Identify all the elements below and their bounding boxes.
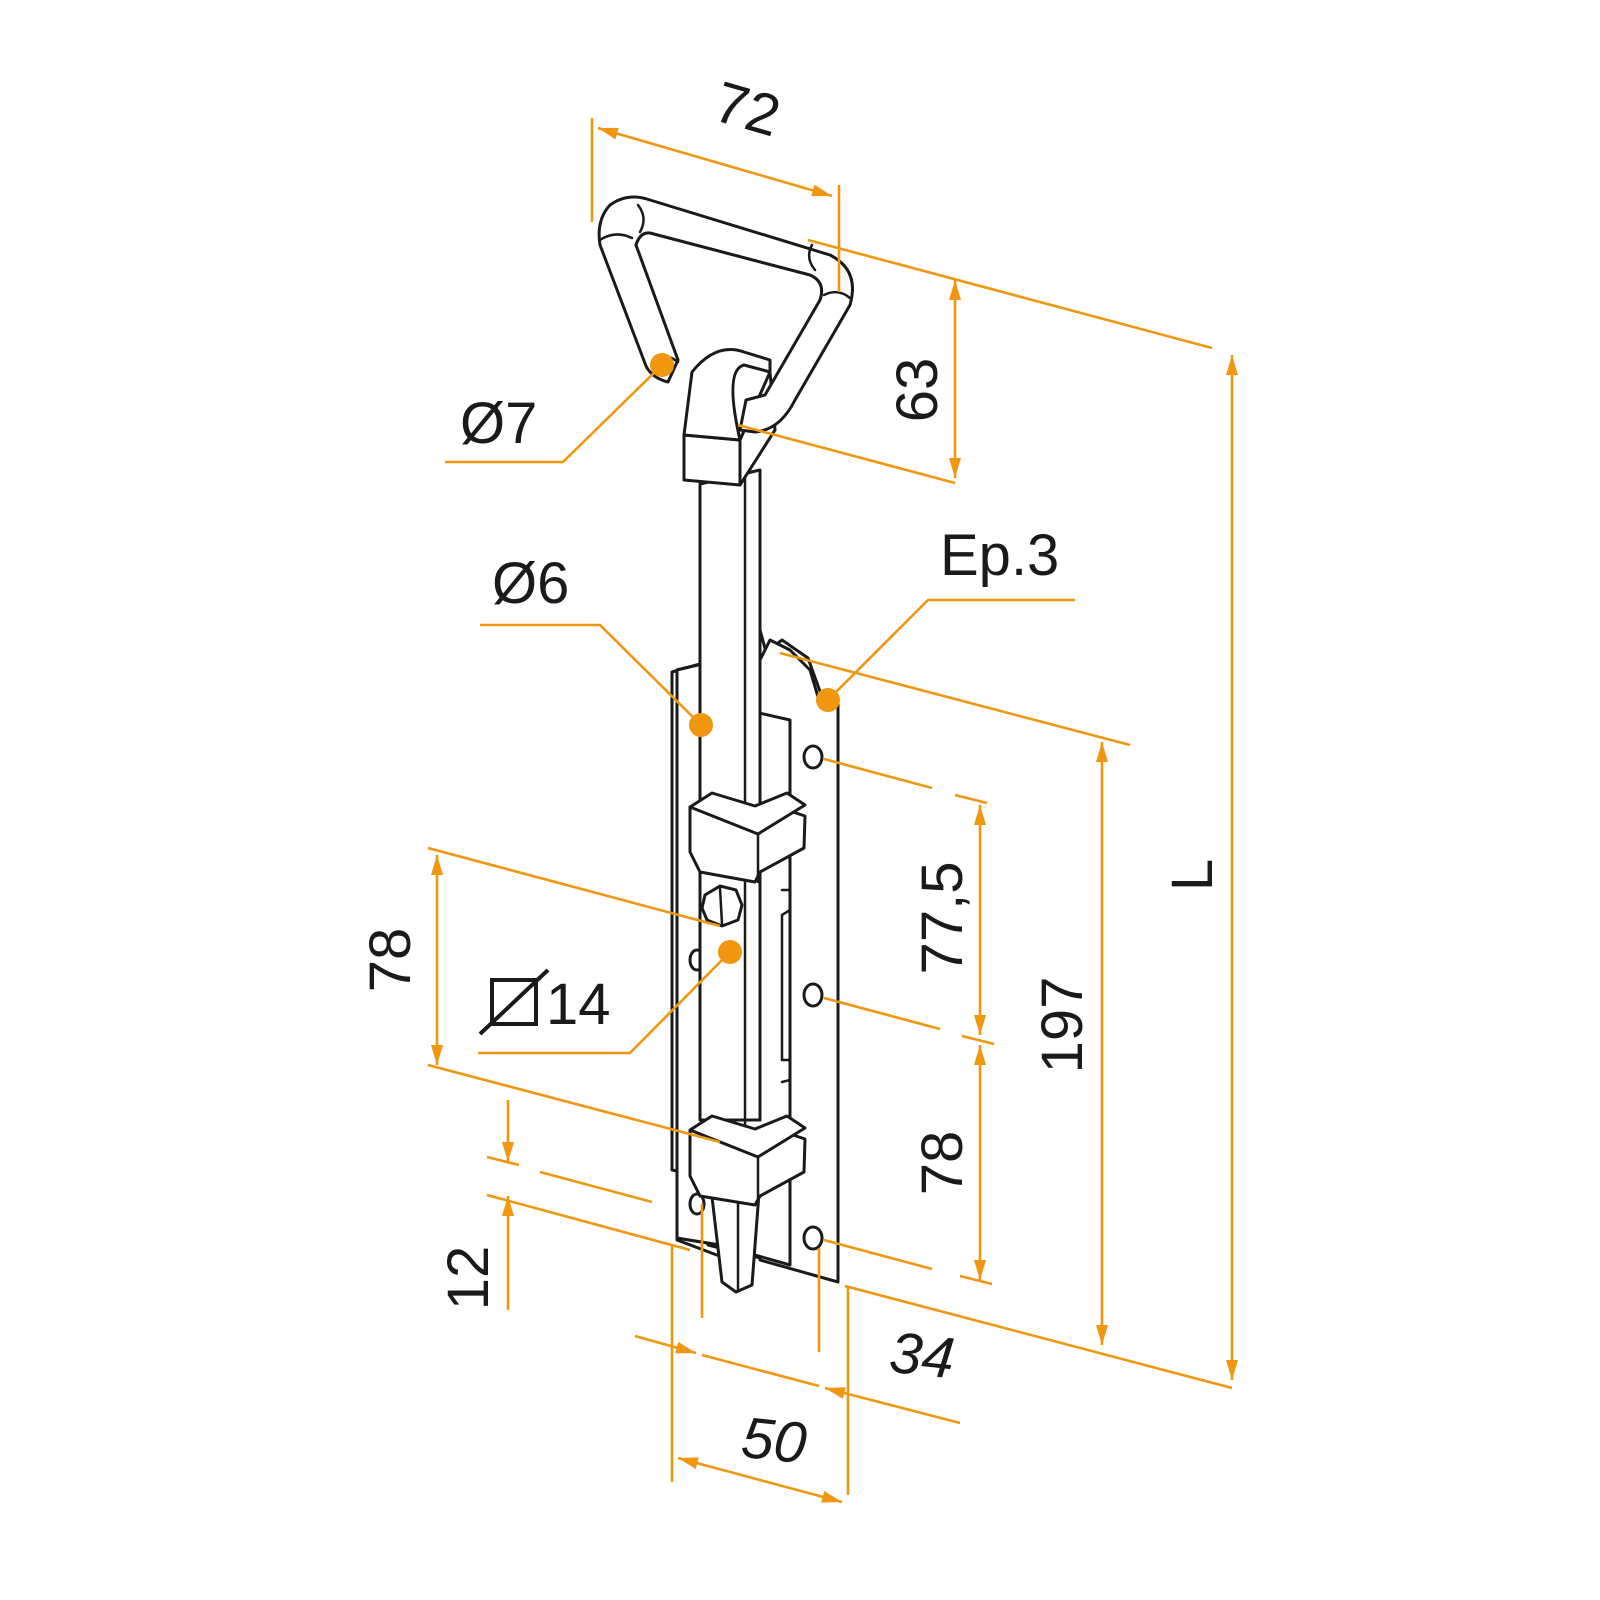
dim-hole1-tick (954, 793, 988, 805)
label-total-length: L (1160, 859, 1225, 891)
label-guide-spacing: 78 (358, 928, 423, 993)
label-hole-spacing-lower: 78 (910, 1131, 975, 1196)
dim-34-line-left (634, 1334, 697, 1355)
label-handle-height: 63 (885, 358, 950, 423)
dim-34-line-right (824, 1386, 961, 1425)
plate-hole-2 (802, 982, 824, 1008)
handle-joint-left (598, 233, 634, 242)
dim-ep3-leader (827, 598, 1075, 701)
part-drawing (597, 195, 854, 1294)
dim-63-extension-top (807, 238, 1213, 350)
dim-12-extension-bottom (486, 1193, 691, 1252)
plate-hole-1 (802, 744, 824, 770)
plate-hole-5 (688, 1192, 706, 1216)
dim-12-tick-top (486, 1155, 520, 1167)
dim-hole3-extension (823, 1238, 933, 1271)
dim-197-extension-top (779, 651, 1131, 747)
square-symbol-icon (478, 968, 550, 1036)
label-bolt-diameter: Ø6 (492, 551, 569, 616)
dim-hole1-extension (823, 757, 933, 790)
dim-12-extension-top (539, 1170, 653, 1204)
label-hole-spacing-upper: 77,5 (910, 862, 975, 975)
dim-hole2-tick (961, 1034, 995, 1046)
label-handle-width: 72 (707, 69, 787, 149)
dim-34-line-mid (701, 1353, 820, 1388)
label-knob-size: 14 (546, 972, 611, 1037)
dim-63-extension-bottom (737, 423, 956, 485)
pivot-block (682, 433, 742, 487)
label-hole-offset: 34 (887, 1320, 958, 1391)
dim-sq14-leader (478, 951, 731, 1055)
label-plate-length: 197 (1030, 977, 1095, 1074)
handle-joint-right-b (822, 290, 852, 300)
label-handle-rod-diameter: Ø7 (460, 391, 537, 456)
dim-hole2-extension (823, 996, 941, 1031)
dim-d6-leader (480, 623, 702, 726)
dim-78-left-extension-bottom (427, 1063, 721, 1144)
dim-72-line (597, 126, 833, 198)
handle-joint-top (636, 203, 645, 234)
keeper-strip (780, 888, 792, 1084)
label-tip-offset: 12 (436, 1246, 501, 1311)
dimension-lines (427, 118, 1238, 1504)
dim-78-left-extension-top (427, 846, 721, 928)
plate-hole-3 (802, 1225, 824, 1251)
handle-joint-right-a (807, 243, 817, 272)
dim-hole3-tick (959, 1274, 993, 1286)
handle-ring-inner (634, 231, 823, 302)
dim-d7-leader (445, 364, 663, 464)
knob-edge (718, 886, 724, 926)
dimension-labels: 72 63 Ø7 Ø6 Ep.3 77,5 78 197 L 78 14 12 … (358, 69, 1225, 1476)
dim-l-extension-bottom (844, 1284, 1233, 1390)
label-plate-width: 50 (739, 1405, 810, 1476)
dim-50-line (677, 1456, 843, 1504)
label-plate-thickness: Ep.3 (940, 523, 1059, 588)
